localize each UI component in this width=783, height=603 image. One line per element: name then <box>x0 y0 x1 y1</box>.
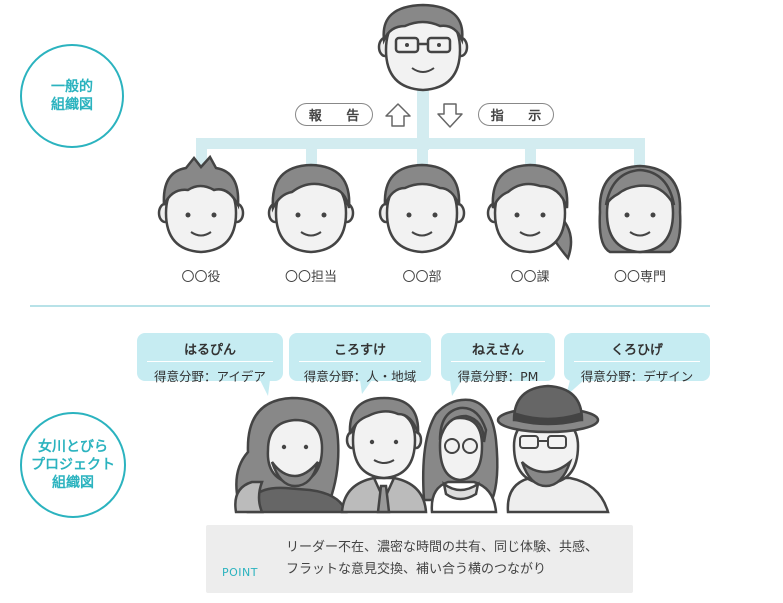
member-field-1: 得意分野：アイデア <box>154 369 266 384</box>
general-label-line2: 組織図 <box>51 97 93 113</box>
project-label-line3: 組織図 <box>52 475 94 491</box>
member-name-3: ねえさん <box>451 333 545 362</box>
role-label-1: 〇〇役 <box>181 270 221 285</box>
general-org-label: 一般的 組織図 <box>20 44 124 148</box>
member-field-3: 得意分野：PM <box>457 369 539 384</box>
project-members-illustration <box>234 384 610 514</box>
arrow-up-icon <box>385 103 411 127</box>
face-role-5-icon <box>598 164 682 254</box>
face-role-4-icon <box>486 163 573 261</box>
face-role-1-icon <box>157 154 245 254</box>
arrow-down-icon <box>437 103 463 128</box>
point-text: リーダー不在、濃密な時間の共有、同じ体験、共感、 フラットな意見交換、補い合う横… <box>286 537 598 581</box>
point-line-2: フラットな意見交換、補い合う横のつながり <box>286 562 547 577</box>
member-bubble-4: くろひげ 得意分野：デザイン <box>564 333 710 384</box>
project-label-line1: 女川とびら <box>38 439 108 455</box>
member-name-4: くろひげ <box>574 333 700 362</box>
point-line-1: リーダー不在、濃密な時間の共有、同じ体験、共感、 <box>286 540 599 555</box>
general-label-line1: 一般的 <box>51 79 93 95</box>
member-bubble-2: ころすけ 得意分野：人・地域 <box>289 333 431 384</box>
face-role-3-icon <box>378 163 466 254</box>
member-name-1: はるぴん <box>147 333 273 362</box>
member-field-2: 得意分野：人・地域 <box>303 369 417 384</box>
project-label-line2: プロジェクト <box>31 457 115 473</box>
member-field-4: 得意分野：デザイン <box>580 369 694 384</box>
org-tree-lines <box>196 88 645 166</box>
member-name-2: ころすけ <box>299 333 421 362</box>
point-box <box>206 525 633 593</box>
boss-face-icon <box>377 3 469 92</box>
project-org-label: 女川とびら プロジェクト 組織図 <box>20 412 126 518</box>
role-label-4: 〇〇課 <box>510 270 550 285</box>
member-bubble-3: ねえさん 得意分野：PM <box>441 333 555 384</box>
member-bubble-1: はるぴん 得意分野：アイデア <box>137 333 283 384</box>
role-label-5: 〇〇専門 <box>613 270 666 285</box>
role-label-3: 〇〇部 <box>402 270 442 285</box>
face-role-2-icon <box>267 163 355 254</box>
report-pill: 報 告 <box>295 103 373 126</box>
section-divider <box>30 305 710 307</box>
role-label-2: 〇〇担当 <box>284 270 337 285</box>
instruct-pill: 指 示 <box>478 103 554 126</box>
point-label: POINT <box>222 566 258 579</box>
